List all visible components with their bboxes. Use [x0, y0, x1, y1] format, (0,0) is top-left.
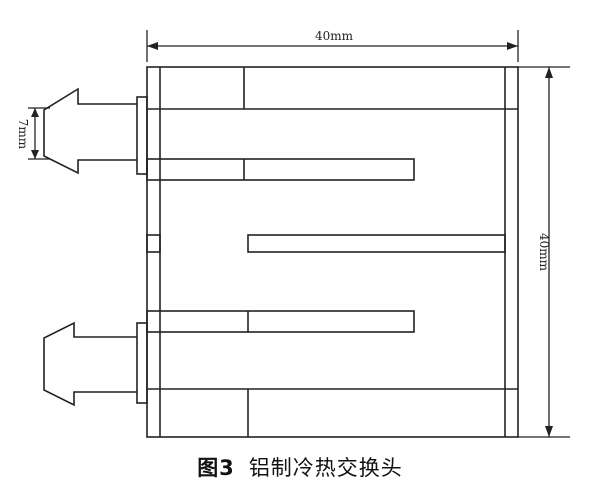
figure-number: 图3 — [197, 456, 235, 480]
top-dimension: 40mm — [146, 29, 519, 62]
inlet-dimension: 7mm — [16, 107, 50, 160]
figure-caption: 图3 铝制冷热交换头 — [0, 452, 600, 482]
right-dimension-label: 40mm — [537, 233, 551, 272]
figure-title: 铝制冷热交换头 — [248, 456, 403, 480]
inlet-dimension-label: 7mm — [16, 119, 30, 150]
bottom-outlet-connector — [43, 321, 148, 407]
right-dimension: 40mm — [518, 66, 570, 438]
exchanger-body — [146, 66, 519, 438]
top-inlet-connector — [43, 87, 148, 175]
top-dimension-label: 40mm — [315, 29, 354, 43]
